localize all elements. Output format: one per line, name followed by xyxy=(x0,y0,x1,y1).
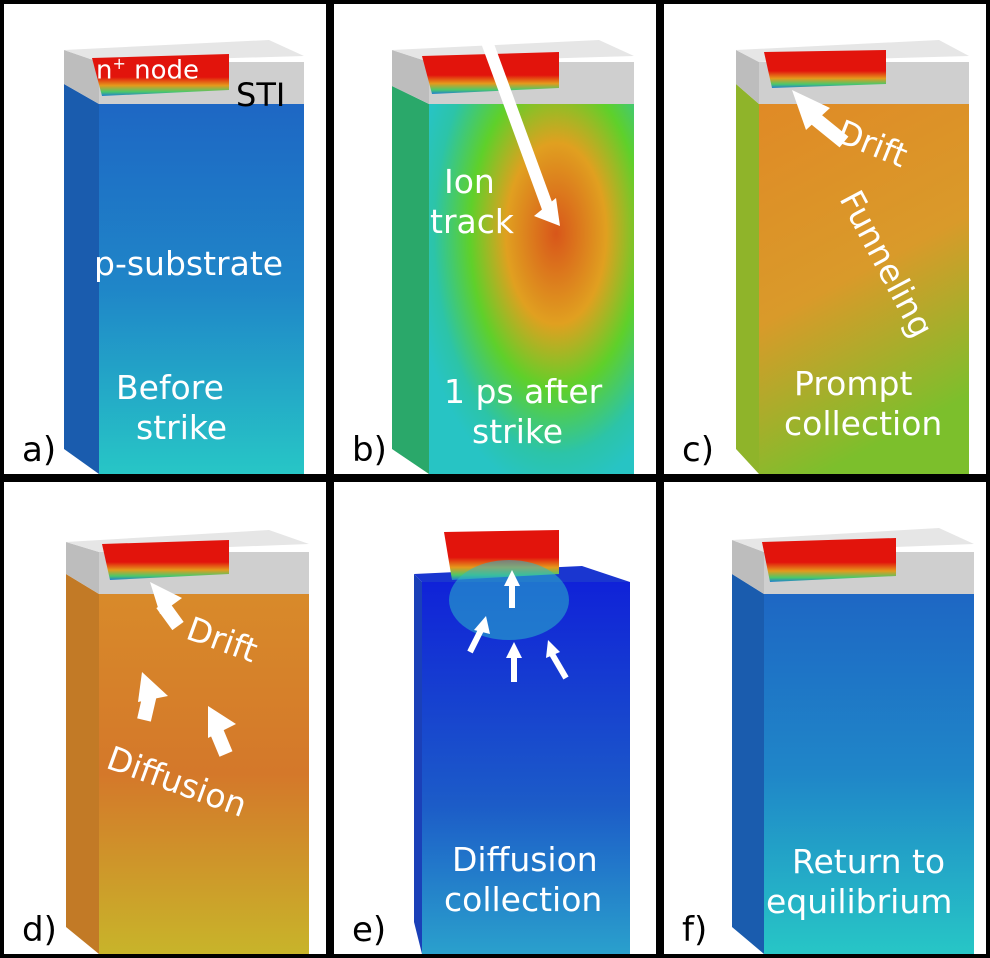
ion-label: Ion xyxy=(444,162,495,201)
caption-top: Diffusion xyxy=(452,840,598,879)
sti-label: STI xyxy=(236,76,286,114)
panel-e: Diffusion collection e) xyxy=(330,478,660,958)
caption-bottom: collection xyxy=(784,404,943,443)
track-label: track xyxy=(430,202,514,241)
panel-letter: d) xyxy=(18,910,61,950)
device-f-graphic xyxy=(732,528,974,954)
caption-bottom: equilibrium xyxy=(766,882,953,921)
drift-arrow xyxy=(807,110,849,148)
panel-letter: a) xyxy=(18,430,61,470)
arrow-left xyxy=(467,626,485,654)
device-d-graphic xyxy=(66,530,309,954)
caption-top: 1 ps after xyxy=(444,372,603,411)
panel-f: Return to equilibrium f) xyxy=(660,478,990,958)
ion-track-arrow xyxy=(470,9,556,217)
device-e-graphic xyxy=(414,530,630,954)
caption-top: Prompt xyxy=(794,364,913,403)
caption-bottom: strike xyxy=(136,408,228,447)
device-b-graphic xyxy=(392,9,634,474)
panel-c: Drift Funneling Prompt collection c) xyxy=(660,0,990,478)
caption-bottom: strike xyxy=(472,412,564,451)
diffusion-arrow-right xyxy=(209,727,233,757)
panel-a: n+ node STI p-substrate Before strike a) xyxy=(0,0,330,478)
panel-letter: e) xyxy=(348,910,391,950)
substrate-label: p-substrate xyxy=(94,244,284,283)
device-a-graphic xyxy=(64,40,304,474)
caption-top: Return to xyxy=(792,842,946,881)
device-c-graphic xyxy=(736,40,969,474)
caption-bottom: collection xyxy=(444,880,603,919)
panel-d: Drift Diffusion d) xyxy=(0,478,330,958)
node-label: n+ node xyxy=(96,54,200,86)
panel-letter: b) xyxy=(348,430,391,470)
arrow-right xyxy=(549,652,569,680)
panel-letter: c) xyxy=(678,430,718,470)
caption-top: Before xyxy=(116,368,224,407)
panel-b: Ion track 1 ps after strike b) xyxy=(330,0,660,478)
panel-letter: f) xyxy=(678,910,712,950)
